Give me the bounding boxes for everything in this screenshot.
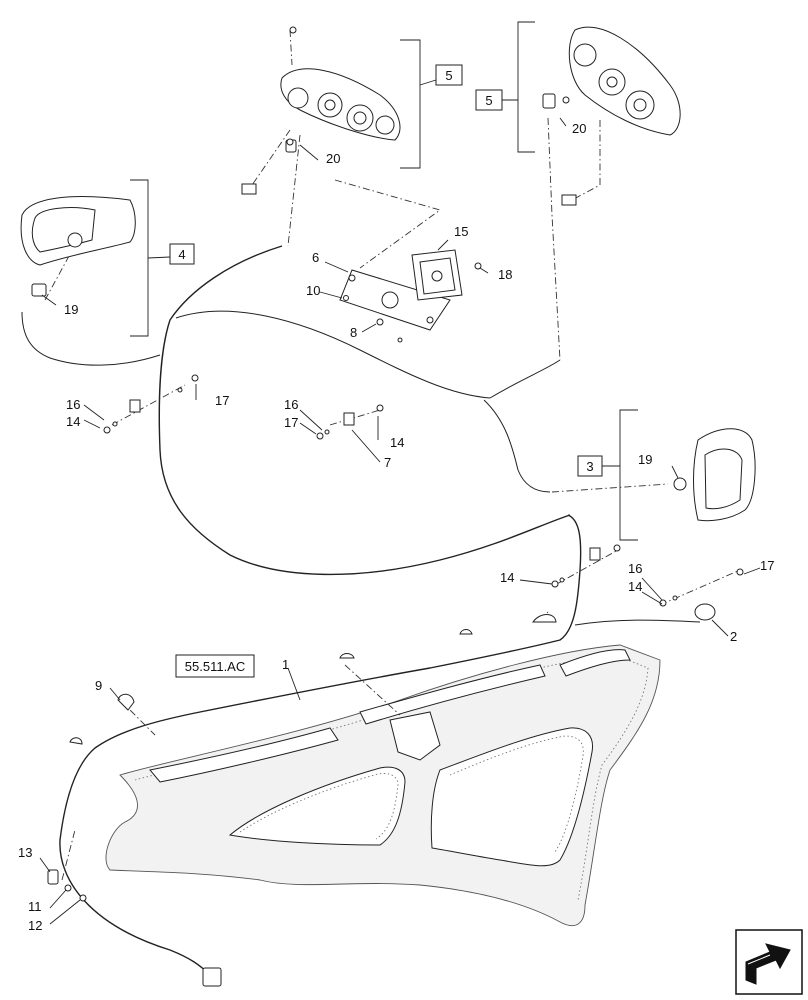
hardware (47, 26, 744, 987)
label-19-right: 19 (638, 452, 652, 467)
label-17-mid: 17 (284, 415, 298, 430)
next-page-arrow-icon[interactable] (735, 929, 803, 995)
label-13: 13 (18, 845, 32, 860)
label-14-far-right: 14 (628, 579, 642, 594)
label-12: 12 (28, 918, 42, 933)
hood-panel (105, 644, 661, 926)
label-9: 9 (95, 678, 102, 693)
reference-label: 55.511.AC (185, 659, 245, 674)
label-14-right: 14 (500, 570, 514, 585)
label-10: 10 (306, 283, 320, 298)
light-housing (411, 249, 463, 301)
label-16-left: 16 (66, 397, 80, 412)
label-5-top: 5 (445, 68, 452, 83)
label-15: 15 (454, 224, 468, 239)
label-8: 8 (350, 325, 357, 340)
label-20-right: 20 (572, 121, 586, 136)
label-16-right: 16 (628, 561, 642, 576)
callout-boxes (169, 64, 603, 678)
work-light-right (673, 428, 756, 522)
main-harness (21, 245, 701, 976)
label-19-left: 19 (64, 302, 78, 317)
label-18: 18 (498, 267, 512, 282)
label-1: 1 (282, 657, 289, 672)
part-number-labels: 5 5 4 3 55.511.AC 20 20 19 19 6 15 18 10… (18, 68, 774, 933)
label-20-left: 20 (326, 151, 340, 166)
label-14-left: 14 (66, 414, 80, 429)
label-5-right: 5 (485, 93, 492, 108)
label-17-right: 17 (760, 558, 774, 573)
label-14-mid: 14 (390, 435, 404, 450)
label-2: 2 (730, 629, 737, 644)
label-4: 4 (178, 247, 185, 262)
label-7: 7 (384, 455, 391, 470)
label-11: 11 (28, 899, 42, 914)
label-6: 6 (312, 250, 319, 265)
label-16-mid: 16 (284, 397, 298, 412)
work-light-left (20, 196, 136, 297)
headlight-assembly-left (241, 68, 401, 195)
label-3: 3 (586, 459, 593, 474)
headlight-assembly-right (542, 26, 681, 206)
leader-lines (39, 117, 761, 925)
label-17-left: 17 (215, 393, 229, 408)
